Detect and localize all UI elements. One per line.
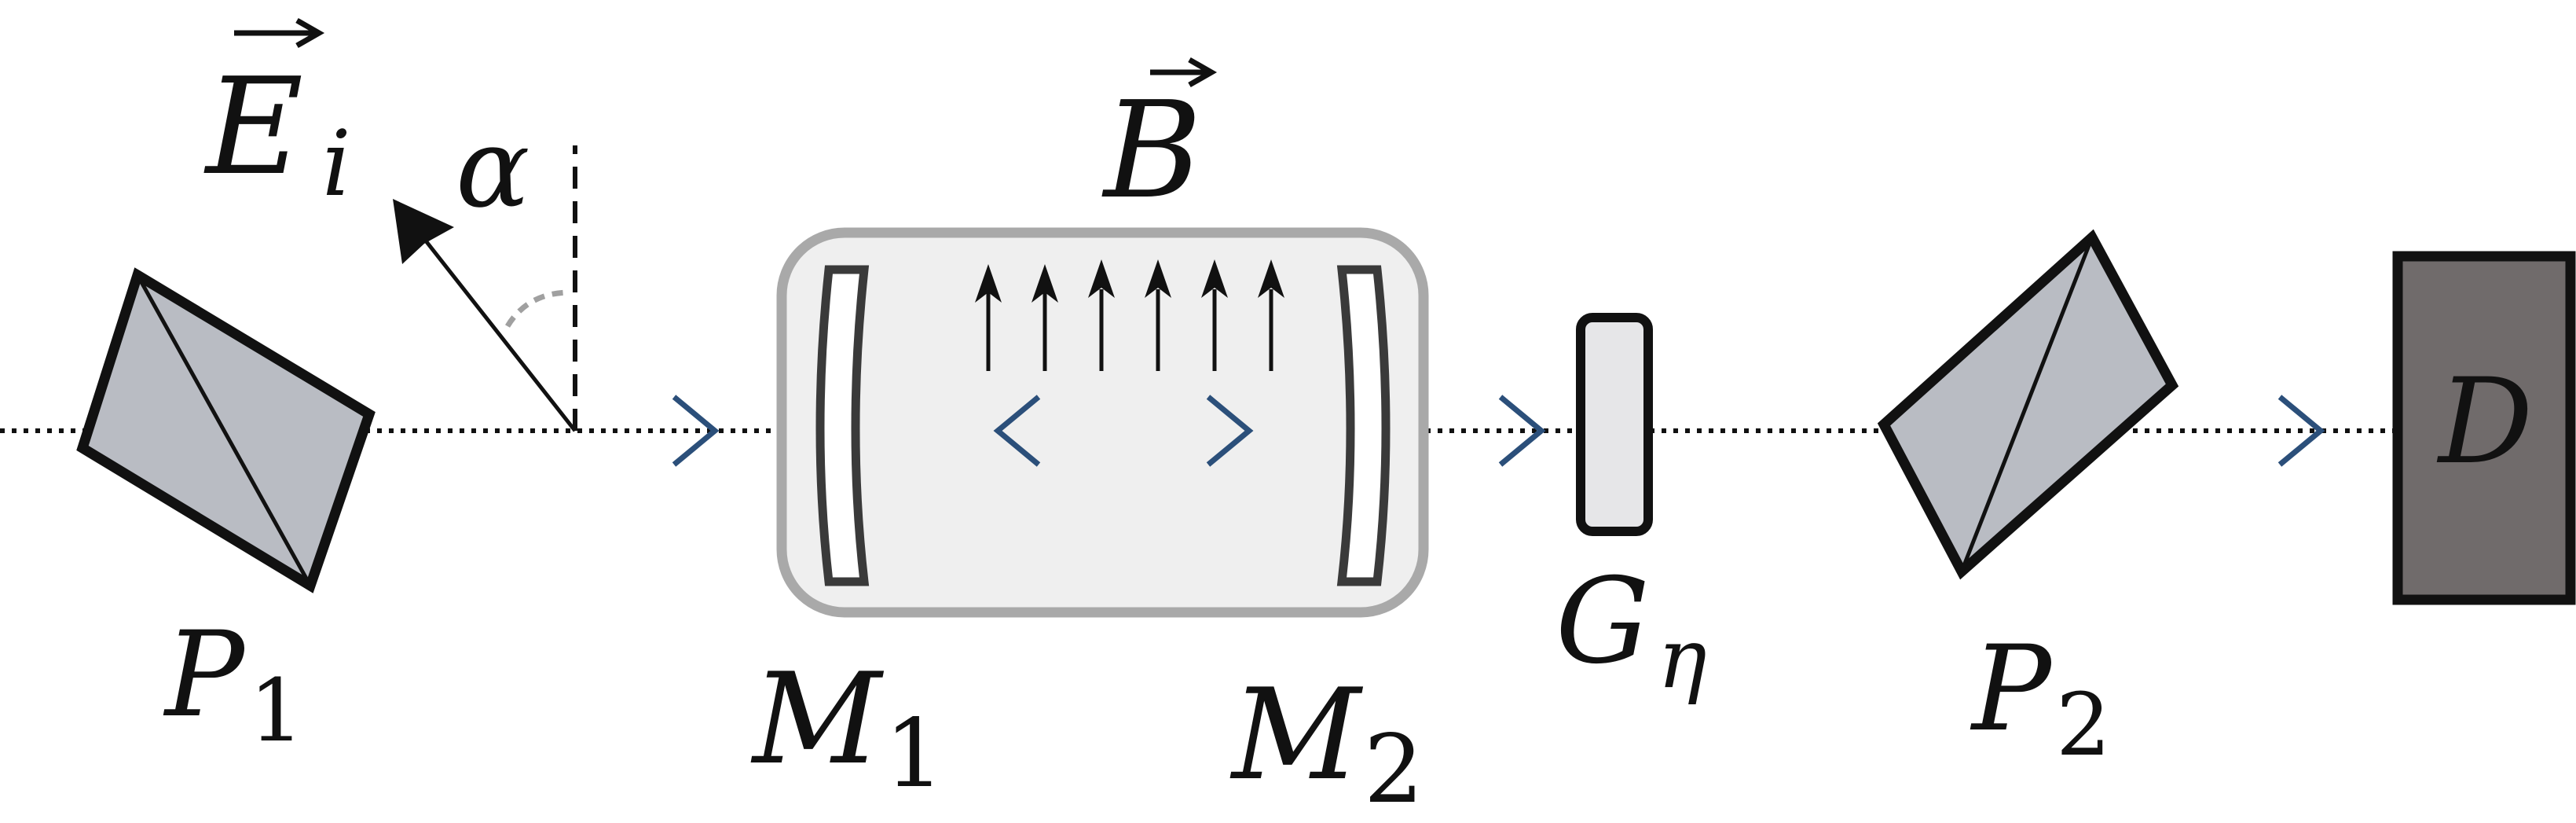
plate-label: Gη: [1555, 553, 1707, 707]
arrow-up-icon: [975, 264, 1002, 371]
mirror-1-label: M1: [750, 645, 944, 809]
angle-arc: [505, 289, 571, 328]
svg-text:i: i: [322, 112, 351, 217]
detector-label: D: [2436, 354, 2533, 490]
chevron-right-icon: [1498, 395, 1546, 467]
detector: [2392, 251, 2576, 605]
svg-text:E: E: [203, 50, 303, 205]
polarizer-2: [1877, 229, 2179, 580]
magnetic-field-arrows: [975, 259, 1284, 371]
mirror-1: [815, 265, 870, 586]
svg-text:B: B: [1101, 73, 1202, 229]
field-vector-arrow: [393, 199, 577, 432]
angle-label: α: [456, 105, 530, 233]
polarizer-1: [76, 267, 376, 593]
chevron-right-icon: [1206, 395, 1254, 467]
mirror-2-label: M2: [1229, 661, 1424, 823]
chevron-left-icon: [993, 395, 1041, 467]
cavity-chamber: [776, 227, 1429, 618]
mirror-2: [1336, 265, 1391, 586]
chevron-right-icon: [672, 395, 720, 467]
arrow-up-icon: [1201, 259, 1228, 371]
arrow-up-icon: [1031, 264, 1058, 371]
polarizer-2-label: P2: [1970, 621, 2111, 775]
magnetic-field-label: B: [1101, 57, 1218, 229]
arrow-up-icon: [1088, 259, 1115, 371]
polarizer-1-label: P1: [163, 607, 304, 761]
arrow-up-icon: [1258, 259, 1284, 371]
chevron-right-icon: [2277, 395, 2325, 467]
field-vector-label: E i: [203, 17, 351, 217]
arrow-up-icon: [1145, 259, 1171, 371]
plate-g-eta: [1576, 313, 1653, 536]
